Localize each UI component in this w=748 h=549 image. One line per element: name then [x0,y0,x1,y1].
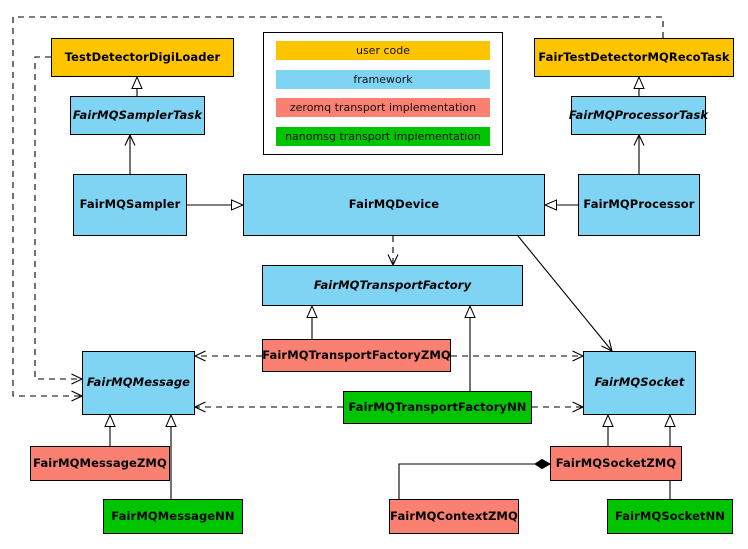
node-fairmqdevice[interactable]: FairMQDevice [243,174,545,236]
edge-device-socket [517,235,613,352]
node-fairmqtransportfactory[interactable]: FairMQTransportFactory [262,265,523,306]
legend-item-nanomsg: nanomsg transport implementation [276,126,490,146]
node-fairmqmessagezmq[interactable]: FairMQMessageZMQ [30,446,170,481]
node-fairmqmessage[interactable]: FairMQMessage [82,351,195,415]
node-fairmqsocketzmq[interactable]: FairMQSocketZMQ [550,446,682,481]
node-fairmqsamplertask[interactable]: FairMQSamplerTask [70,96,205,135]
node-fairtestdetectormqrecotask[interactable]: FairTestDetectorMQRecoTask [534,38,734,77]
node-testdetectordigiloader[interactable]: TestDetectorDigiLoader [51,38,234,77]
node-fairmqtransportfactoryzmq[interactable]: FairMQTransportFactoryZMQ [262,339,451,372]
legend-item-user-code: user code [276,41,490,60]
node-fairmqprocessortask[interactable]: FairMQProcessorTask [569,96,708,135]
legend-item-zeromq: zeromq transport implementation [276,98,490,118]
node-fairmqsocket[interactable]: FairMQSocket [583,351,696,415]
node-fairmqprocessor[interactable]: FairMQProcessor [578,174,700,236]
node-fairmqsampler[interactable]: FairMQSampler [73,174,187,236]
legend-item-framework: framework [276,69,490,89]
node-fairmqsocketnn[interactable]: FairMQSocketNN [607,499,733,534]
node-fairmqcontextzmq[interactable]: FairMQContextZMQ [389,499,519,534]
legend: user code framework zeromq transport imp… [263,32,503,155]
node-fairmqtransportfactorynn[interactable]: FairMQTransportFactoryNN [343,391,532,424]
node-fairmqmessagenn[interactable]: FairMQMessageNN [103,499,243,534]
